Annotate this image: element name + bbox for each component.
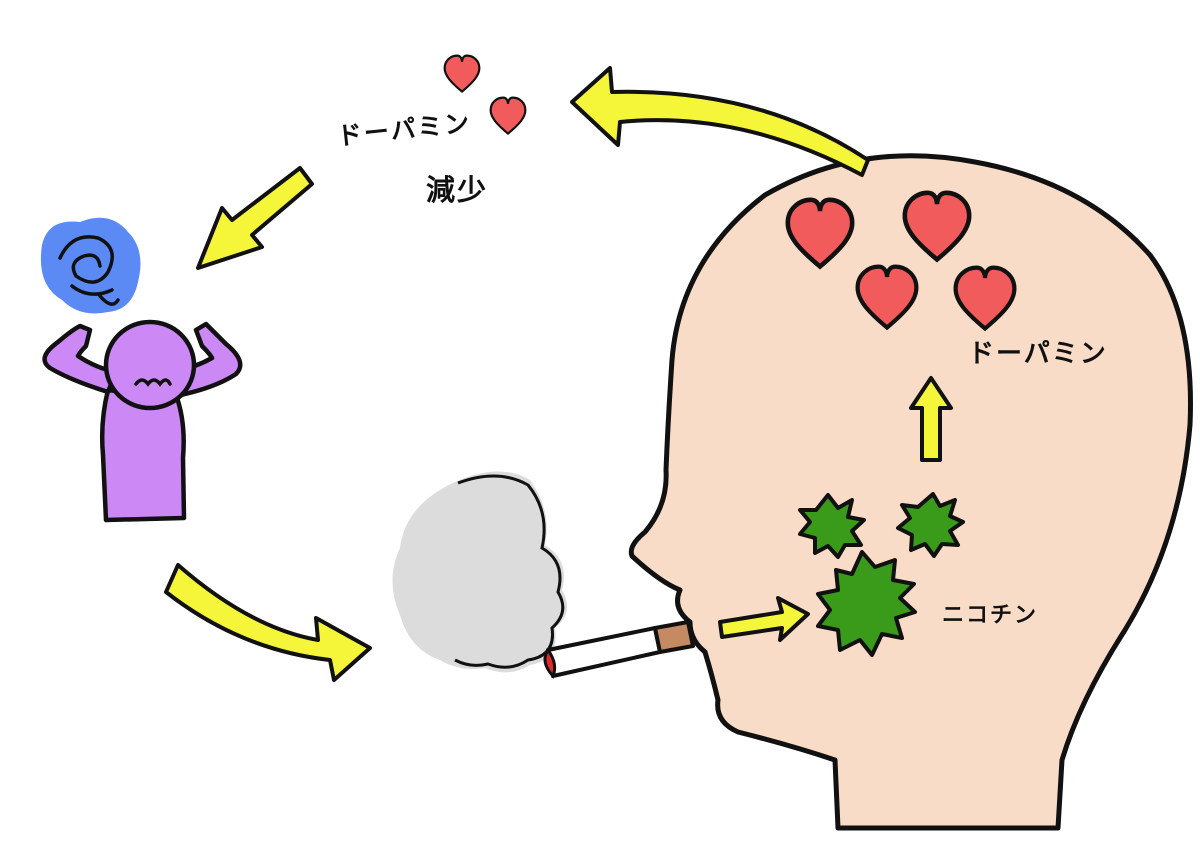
cigarette-body <box>546 626 662 678</box>
label-dopamine: ドーパミン <box>968 339 1108 369</box>
arrow-up-icon <box>909 376 953 462</box>
nicotine-particles <box>798 492 965 657</box>
heart-icon <box>953 265 1017 332</box>
cigarette <box>543 620 695 679</box>
heart-icon <box>785 197 855 270</box>
nicotine-splat-icon <box>798 493 866 559</box>
label-dopamine-drop-line1: ドーパミン <box>336 108 473 151</box>
arrow-dopamine-drop-to-anxiety <box>196 166 314 270</box>
label-nicotine: ニコチン <box>942 603 1038 628</box>
anxious-person <box>42 319 243 523</box>
arrow-right-icon <box>718 596 810 642</box>
anxiety-cloud-bg <box>40 217 141 314</box>
heart-icon <box>855 264 919 331</box>
cigarette-ember <box>543 647 557 679</box>
label-dopamine-drop-line2: 減少 <box>426 173 488 207</box>
anxiety-cloud <box>40 217 141 314</box>
arrow-anxiety-to-smoking <box>164 563 372 682</box>
heart-icon <box>489 96 527 136</box>
heart-icon <box>443 54 481 94</box>
arrow-head-to-dopamine-drop <box>570 66 870 177</box>
nicotine-splat-icon <box>816 550 917 657</box>
heart-icon <box>902 190 972 263</box>
nicotine-splat-icon <box>896 492 965 558</box>
scribble-icon <box>58 235 120 306</box>
smoke-cloud-outline <box>454 474 565 669</box>
worried-mouth-icon <box>134 378 172 387</box>
dopamine-hearts <box>785 190 1017 332</box>
smoke-cloud <box>392 471 568 673</box>
person-left-arm <box>42 323 119 395</box>
reduced-dopamine-hearts <box>443 54 527 136</box>
person-head <box>103 319 197 411</box>
cigarette-filter <box>653 620 695 654</box>
head-silhouette <box>628 153 1193 831</box>
